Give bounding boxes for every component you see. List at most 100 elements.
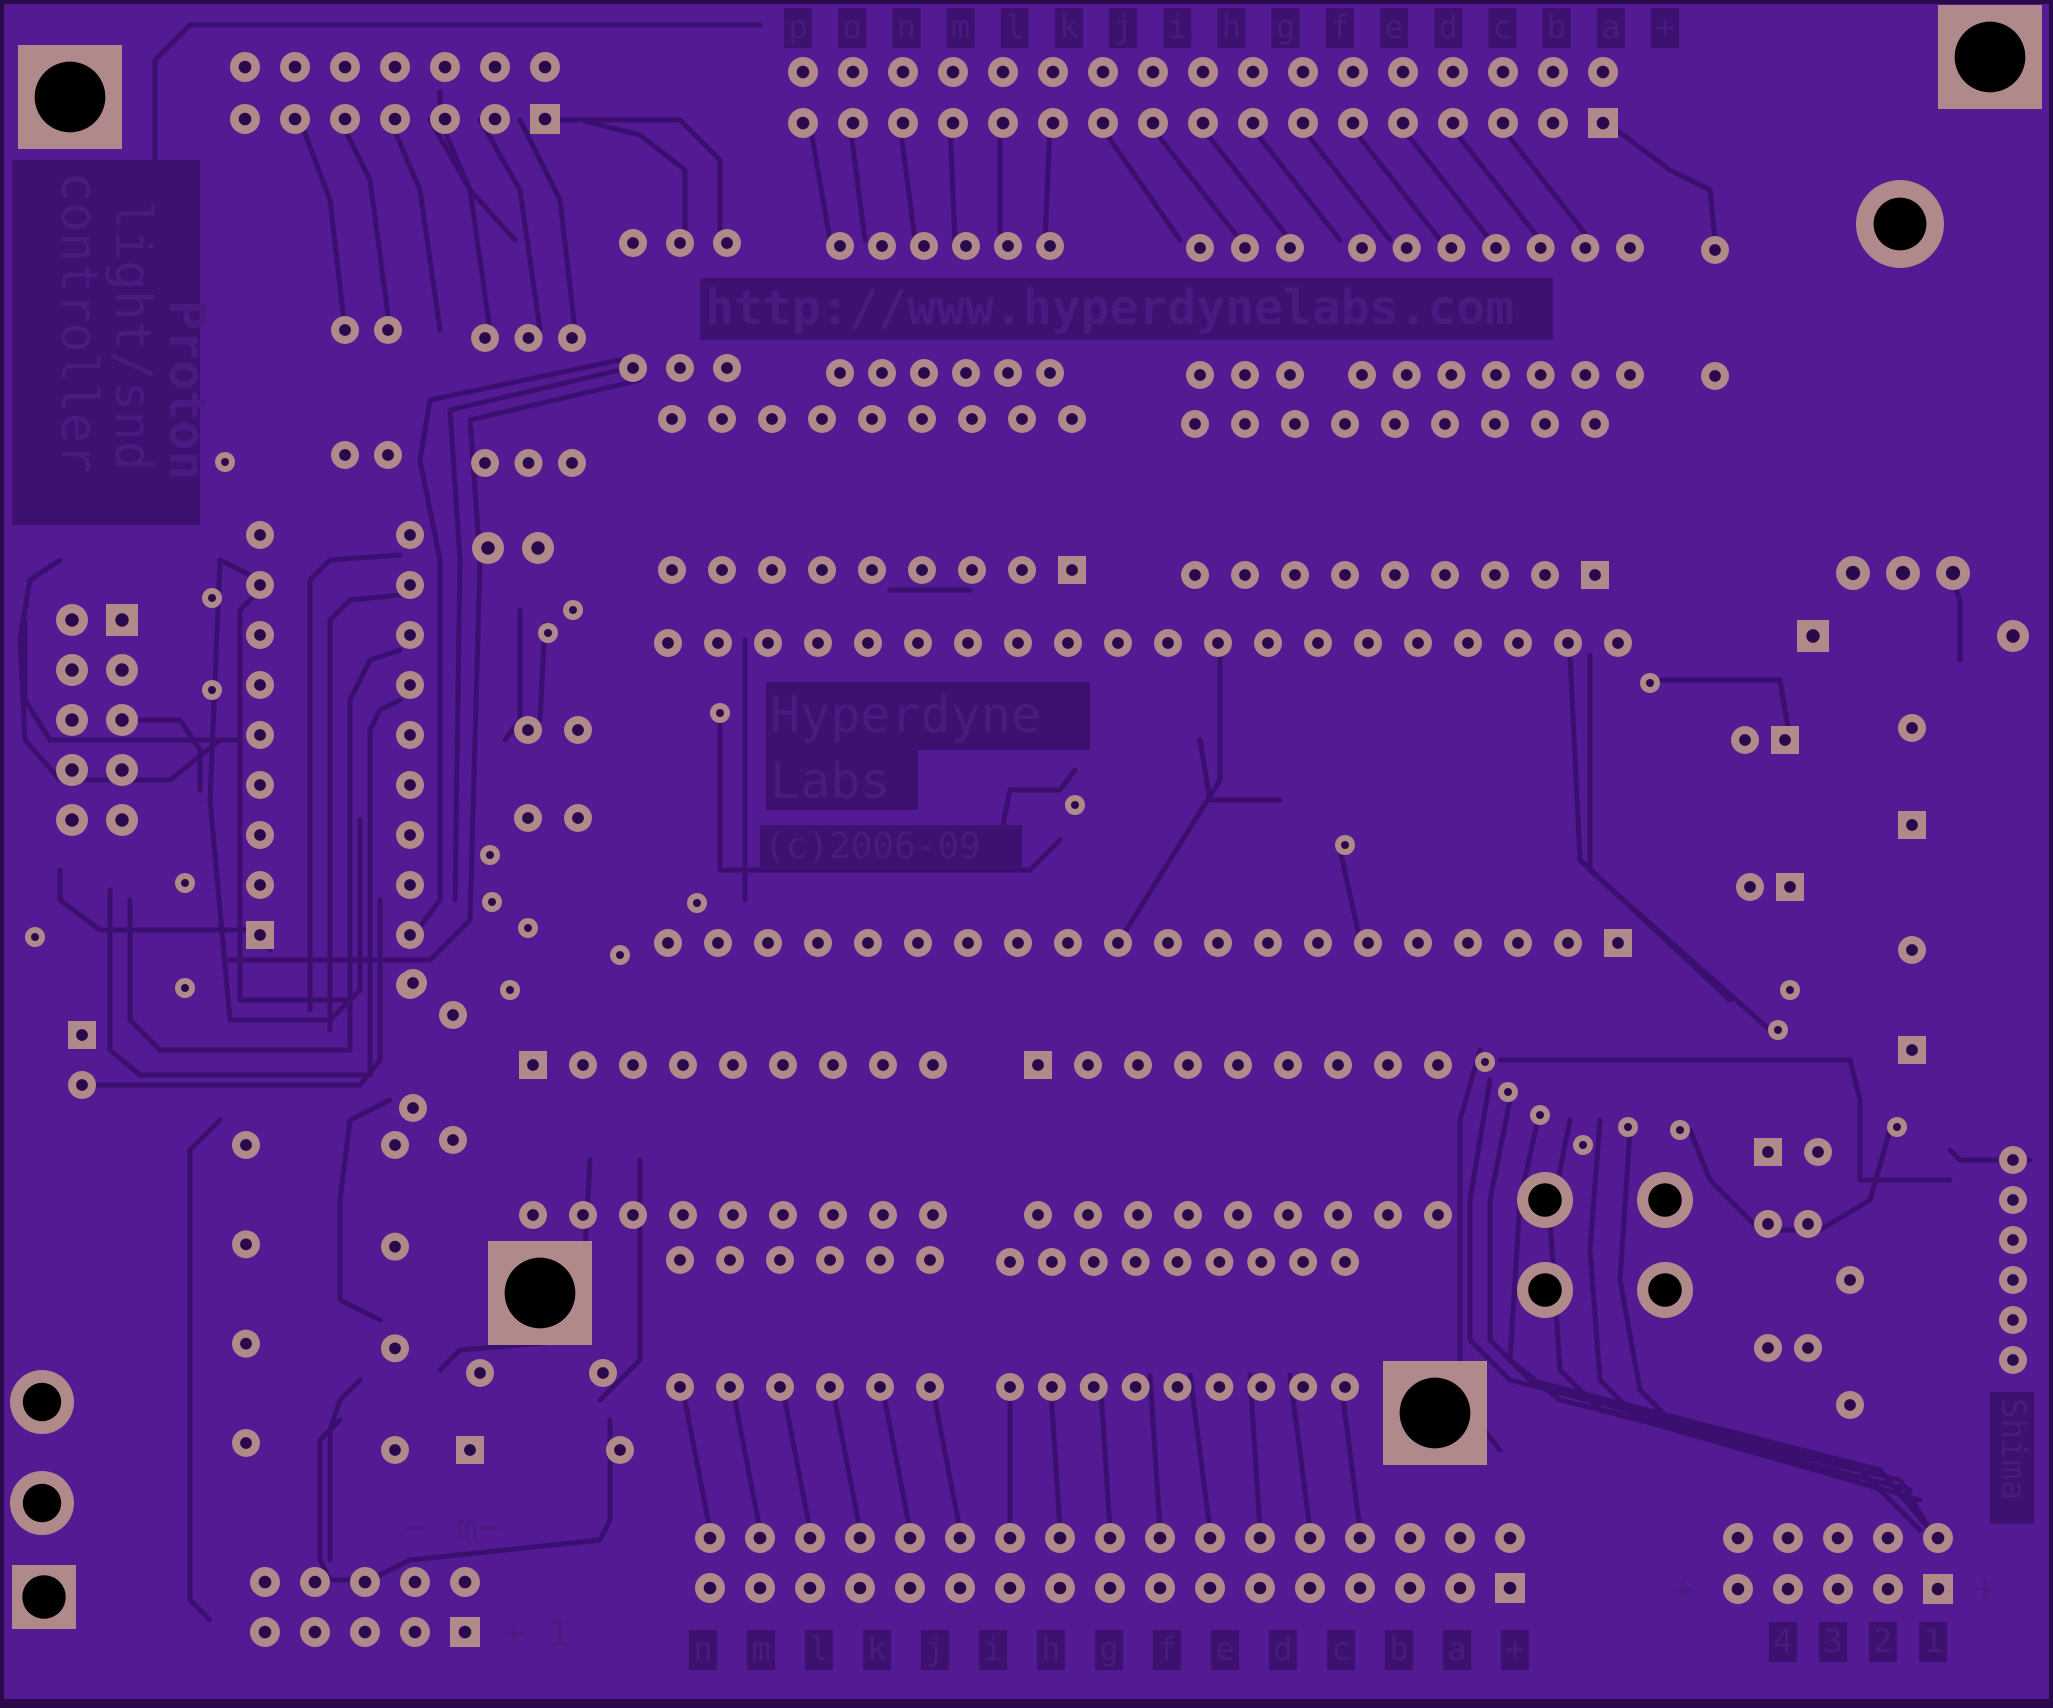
component-pad	[466, 1359, 494, 1387]
component-pad	[232, 1429, 260, 1457]
header-pin	[1188, 57, 1218, 87]
component-pad	[619, 229, 647, 257]
component-pad	[381, 1232, 409, 1261]
trace	[537, 117, 723, 243]
component-pad	[374, 316, 402, 344]
header-pin	[1195, 1573, 1225, 1603]
ic-pin	[996, 1373, 1024, 1401]
via	[710, 703, 730, 723]
header-pin	[380, 104, 410, 134]
ic-pin	[246, 921, 274, 949]
header-pin	[1345, 1523, 1375, 1553]
component-pad	[1701, 362, 1729, 390]
ic-pin	[1454, 629, 1482, 657]
component-pad	[1616, 234, 1644, 262]
header-pin	[250, 1567, 280, 1597]
component-pad	[1999, 1346, 2027, 1374]
via	[687, 893, 707, 913]
ic-pin	[1121, 1373, 1150, 1401]
ic-pin	[1037, 1248, 1066, 1276]
trace	[947, 122, 958, 243]
component-pad	[1482, 234, 1510, 262]
ic-pin	[996, 1248, 1024, 1276]
small-header-one-mark: 1	[548, 1613, 570, 1654]
header-pin	[1138, 57, 1168, 87]
header-pin	[430, 52, 460, 82]
bottom-header-letter-box	[1037, 1630, 1065, 1670]
header-pin	[1488, 57, 1518, 87]
trace	[1687, 1127, 1893, 1233]
header-pin	[795, 1523, 825, 1553]
ic-pin	[1231, 561, 1259, 589]
header-pin	[230, 52, 260, 82]
header-pin	[56, 804, 88, 836]
bottom-header-letter: b	[1389, 1630, 1408, 1668]
component-pad	[1036, 359, 1064, 387]
header-pin	[56, 754, 88, 786]
ic-pin	[769, 1201, 797, 1229]
ic-pin	[619, 1201, 647, 1229]
bottom-header-letter: c	[1331, 1630, 1350, 1668]
component-pad	[1754, 1334, 1782, 1362]
via	[538, 623, 558, 643]
header-pin	[1495, 1523, 1525, 1553]
ic-pin	[1554, 929, 1582, 957]
component-pad	[1999, 1306, 2027, 1334]
component-pad	[1797, 620, 1829, 652]
ic-pin	[1254, 929, 1282, 957]
top-header-letter: p	[788, 8, 807, 46]
header-pin	[1038, 57, 1068, 87]
component-pad	[1231, 410, 1259, 438]
via	[25, 927, 45, 947]
ic-pin	[1058, 556, 1086, 584]
ic-pin	[1274, 1051, 1302, 1079]
ic-pin	[1289, 1373, 1318, 1401]
component-pad	[758, 405, 786, 433]
header-pin	[1145, 1523, 1175, 1553]
component-pad	[1794, 1334, 1822, 1362]
component-pad	[826, 232, 854, 260]
ic-pin	[1008, 556, 1036, 584]
company-label-box-2	[766, 750, 918, 810]
component-pad	[514, 324, 543, 352]
component-pad	[868, 359, 896, 387]
component-pads	[25, 52, 2029, 1647]
ic-pin	[819, 1051, 847, 1079]
ic-pin	[708, 556, 736, 584]
trace	[1187, 1372, 1213, 1533]
bottom-header-letter-box	[1095, 1630, 1123, 1670]
ring-hole	[10, 1370, 74, 1434]
ic-pin	[908, 556, 936, 584]
header-pin	[380, 52, 410, 82]
component-pad	[713, 229, 741, 257]
header-pin	[995, 1573, 1025, 1603]
title-label-line2: light/snd	[104, 200, 162, 471]
bottom-header-letter-box	[1269, 1630, 1297, 1670]
ic-pin	[1331, 1373, 1359, 1401]
ic-pin	[1204, 629, 1232, 657]
via	[1573, 1135, 1593, 1155]
header-pin	[838, 108, 868, 138]
ic-pin	[916, 1373, 944, 1401]
header-pin	[1245, 1523, 1275, 1553]
trace	[997, 767, 1078, 843]
title-label-line1: Proton	[158, 300, 216, 481]
company-label-line1: Hyperdyne	[770, 686, 1041, 744]
component-pad	[1936, 556, 1970, 590]
trace	[337, 117, 393, 333]
component-pad	[456, 1436, 484, 1464]
header-pin	[838, 57, 868, 87]
component-pad	[1736, 873, 1764, 901]
header-pin	[1138, 108, 1168, 138]
title-label-line3: controller	[50, 172, 108, 473]
trace	[237, 587, 353, 1003]
component-pad	[958, 405, 986, 433]
component-pad	[1331, 410, 1359, 438]
mounting-hole	[12, 1565, 76, 1629]
trace	[337, 1097, 393, 1323]
component-pad	[68, 1071, 96, 1099]
ic-pin	[1504, 929, 1532, 957]
component-pad	[381, 1131, 409, 1159]
ic-pin	[704, 929, 732, 957]
